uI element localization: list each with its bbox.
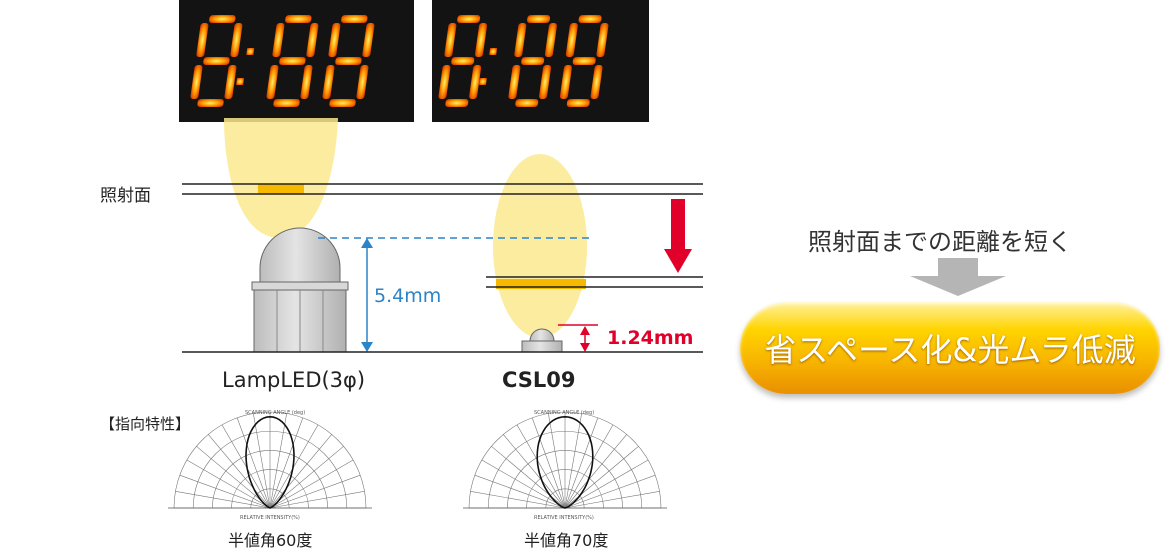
csl09-name: CSL09 (502, 368, 576, 392)
directivity-curve (536, 415, 594, 509)
digit-8 (438, 15, 488, 107)
csl09-directivity-chart (463, 411, 667, 509)
display-digits (190, 15, 375, 107)
digit-8 (508, 15, 557, 107)
digit-8 (190, 15, 243, 107)
polar-bottom-label: RELATIVE INTENSITY(%) (240, 515, 300, 521)
colon-dot (489, 48, 498, 55)
lamp-height-dimension (318, 237, 594, 352)
csl-height-dimension (558, 324, 598, 352)
lamp-half-angle-label: 半値角60度 (228, 531, 313, 550)
lamp-led-name: LampLED(3φ) (222, 368, 366, 392)
irradiated-surface-lines (182, 183, 703, 288)
lamp-led-body (251, 227, 349, 353)
colon-dot (478, 78, 487, 85)
benefit-banner-text: 省スペース化&光ムラ低減 (764, 331, 1136, 369)
csl-half-angle-label: 半値角70度 (524, 531, 609, 550)
colon-dot (236, 78, 245, 85)
down-arrow-icon (910, 258, 1006, 296)
lamp-led-beam (224, 118, 338, 238)
benefit-banner: 省スペース化&光ムラ低減 (740, 302, 1160, 394)
directivity-label: 【指向特性】 (100, 415, 191, 433)
csl09-chip (521, 328, 563, 353)
display-digits (438, 15, 609, 107)
csl09-beam (493, 154, 587, 338)
distance-reduction-arrow (664, 199, 692, 273)
irradiated-surface-label: 照射面 (100, 186, 151, 206)
polar-bottom-label: RELATIVE INTENSITY(%) (534, 515, 594, 521)
lamp-directivity-chart (168, 411, 372, 509)
colon-dot (246, 48, 255, 55)
polar-title: SCANNING ANGLE (deg) (534, 410, 595, 416)
callout-caption: 照射面までの距離を短く (808, 228, 1072, 256)
lamp-led-display (179, 0, 414, 122)
csl-height-label: 1.24mm (607, 327, 694, 349)
directivity-curve (245, 415, 295, 509)
digit-8 (266, 15, 319, 107)
digit-8 (559, 15, 609, 107)
csl09-display (432, 0, 649, 122)
digit-8 (322, 15, 375, 107)
lamp-height-label: 5.4mm (374, 285, 442, 307)
polar-title: SCANNING ANGLE (deg) (245, 410, 306, 416)
